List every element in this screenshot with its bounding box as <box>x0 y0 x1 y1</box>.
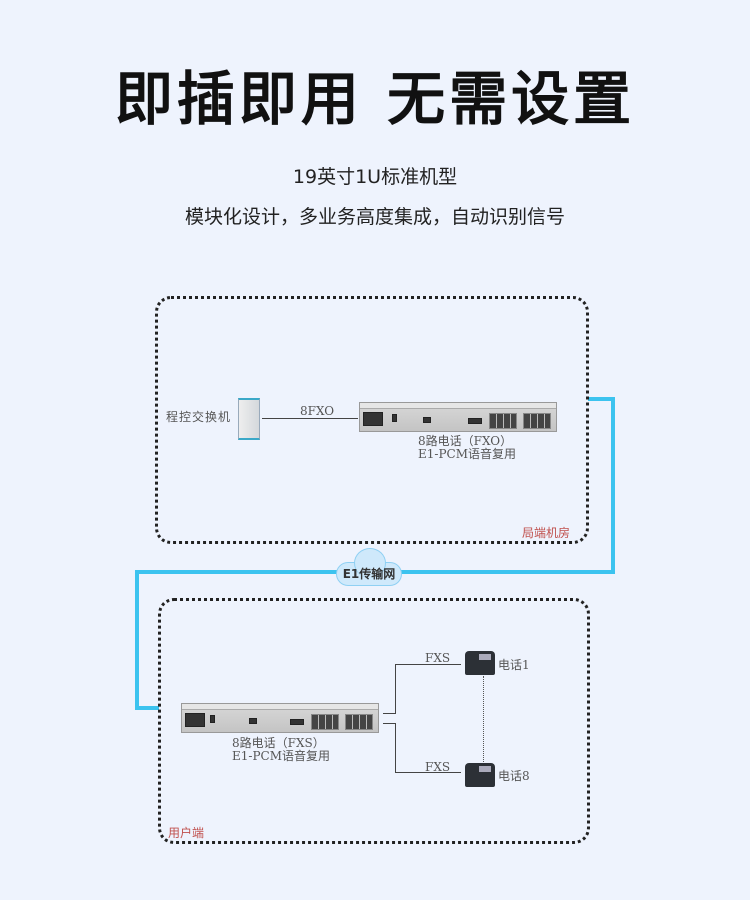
fxo-link-label: 8FXO <box>300 404 335 418</box>
fxs-link8-label: FXS <box>425 760 451 774</box>
phone8-label: 电话8 <box>498 769 530 783</box>
subtitle-features: 模块化设计，多业务高度集成，自动识别信号 <box>184 206 565 228</box>
cloud-icon <box>336 548 402 586</box>
exchange-label: 程控交换机 <box>166 410 232 424</box>
phone-icon <box>465 651 495 675</box>
fxo-link <box>262 418 358 419</box>
e1-link-segment <box>135 706 159 710</box>
e1-link-segment <box>611 397 615 574</box>
pcm-device-fxo <box>359 402 557 432</box>
user-side-zone <box>158 598 590 844</box>
e1-link-segment <box>135 570 139 710</box>
phone-icon <box>465 763 495 787</box>
fxs-link-8 <box>395 772 461 773</box>
fxo-device-line2: E1-PCM语音复用 <box>418 447 516 461</box>
fxo-device-line1: 8路电话（FXO） <box>418 434 513 448</box>
fxs-device-line2: E1-PCM语音复用 <box>232 749 330 763</box>
exchange-cabinet-icon <box>238 398 260 440</box>
e1-link-segment <box>588 397 615 401</box>
fxs-link-1 <box>395 664 396 714</box>
fxs-link-8 <box>395 723 396 773</box>
fxs-link-1 <box>395 664 461 665</box>
phone-chain-dots <box>483 676 484 764</box>
fxs-device-line1: 8路电话（FXS） <box>232 736 325 750</box>
fxs-link-8 <box>383 723 396 724</box>
page-title: 即插即用 无需设置 <box>114 65 636 133</box>
network-label: E1传输网 <box>342 567 396 581</box>
central-office-zone <box>155 296 589 544</box>
pcm-device-fxs <box>181 703 379 733</box>
subtitle-form-factor: 19英寸1U标准机型 <box>292 166 458 188</box>
phone1-label: 电话1 <box>498 658 530 672</box>
fxs-link-1 <box>383 713 396 714</box>
user-side-label: 用户端 <box>168 826 205 840</box>
central-office-label: 局端机房 <box>522 526 571 540</box>
fxs-link1-label: FXS <box>425 651 451 665</box>
